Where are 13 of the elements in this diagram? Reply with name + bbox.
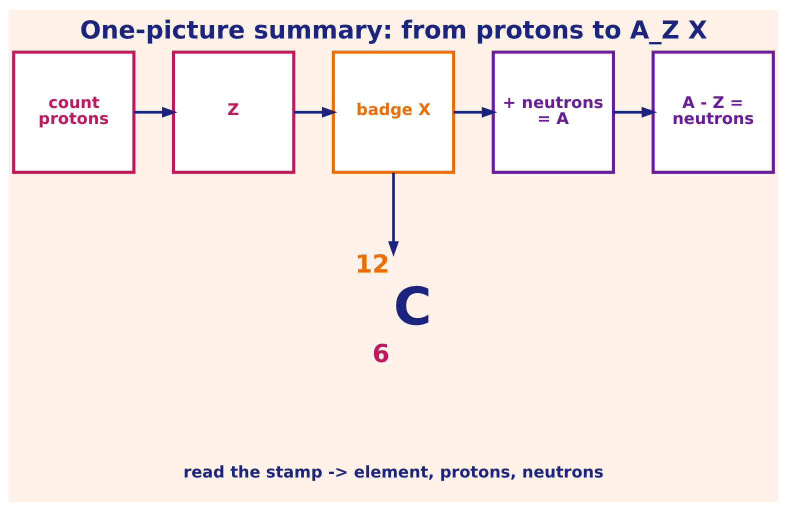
arrow — [614, 106, 658, 118]
node-box: badge X — [332, 50, 456, 174]
arrow — [454, 106, 498, 118]
node-box: A - Z = neutrons — [652, 50, 775, 174]
arrow — [134, 106, 178, 118]
node-box: Z — [172, 50, 296, 174]
node-box: count protons — [12, 50, 136, 174]
node-box: + neutrons = A — [492, 50, 616, 174]
arrow — [294, 106, 338, 118]
node-text: 12 C 6 — [355, 250, 432, 368]
diagram-title: One-picture summary: from protons to A_Z X — [80, 16, 708, 45]
caption: read the stamp -> element, protons, neutrons — [183, 462, 604, 482]
arrow — [388, 172, 399, 257]
